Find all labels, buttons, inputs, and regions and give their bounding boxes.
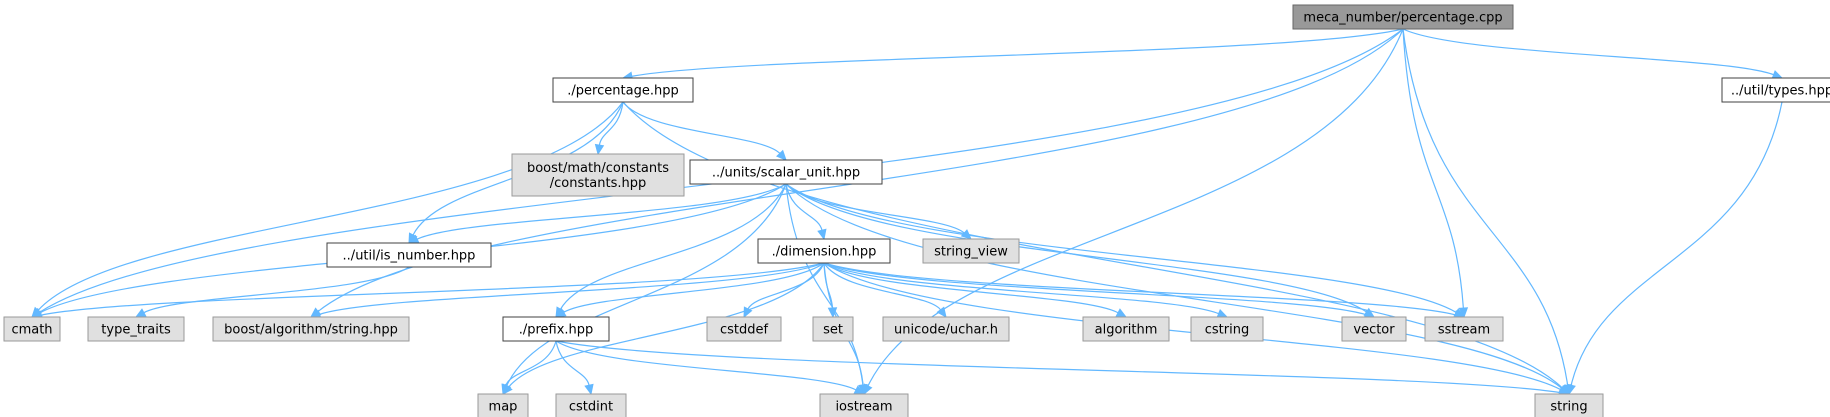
node-sstream: sstream xyxy=(1424,316,1504,342)
edge-root-to-util_types xyxy=(1402,28,1784,80)
edge-percentage_hpp-to-scalar_unit xyxy=(622,101,787,161)
node-box xyxy=(882,316,1010,342)
node-label: string xyxy=(1550,400,1587,415)
node-map: map xyxy=(477,393,529,417)
node-box xyxy=(812,316,854,342)
node-label: unicode/uchar.h xyxy=(894,323,998,338)
node-label: cmath xyxy=(11,323,52,338)
node-label: map xyxy=(489,400,518,415)
node-label: /constants.hpp xyxy=(550,176,647,191)
node-box xyxy=(1082,316,1170,342)
node-box xyxy=(555,393,627,417)
node-box xyxy=(87,316,185,342)
node-label: meca_number/percentage.cpp xyxy=(1303,11,1502,26)
node-label: type_traits xyxy=(101,323,171,338)
edge-root-to-percentage_hpp xyxy=(621,28,1404,81)
edge-dimension-to-cstddef xyxy=(743,262,825,319)
node-box xyxy=(1292,4,1514,30)
node-box xyxy=(477,393,529,417)
node-label: ../units/scalar_unit.hpp xyxy=(712,166,860,181)
node-label: ./percentage.hpp xyxy=(567,84,678,99)
edge-scalar_unit-to-dimension xyxy=(785,183,827,241)
node-label: cstring xyxy=(1205,323,1249,338)
node-box xyxy=(689,159,883,185)
node-type-traits: type_traits xyxy=(87,316,185,342)
node-box xyxy=(212,316,410,342)
edge-prefix-to-iostream xyxy=(555,340,866,395)
node-box xyxy=(706,316,782,342)
node-label: vector xyxy=(1353,323,1395,338)
node-uchar: unicode/uchar.h xyxy=(882,316,1010,342)
node-percentage-hpp[interactable]: ./percentage.hpp xyxy=(552,77,694,103)
node-label: algorithm xyxy=(1095,323,1158,338)
node-label: ../util/types.hpp xyxy=(1731,84,1830,99)
node-scalar-unit[interactable]: ../units/scalar_unit.hpp xyxy=(689,159,883,185)
node-boost-constants: boost/math/constants/constants.hpp xyxy=(511,153,685,197)
edge-dimension-to-set xyxy=(823,262,838,319)
node-box xyxy=(819,393,909,417)
edge-dimension-to-uchar xyxy=(823,262,947,318)
node-cstddef: cstddef xyxy=(706,316,782,342)
node-boost-string: boost/algorithm/string.hpp xyxy=(212,316,410,342)
node-box xyxy=(1721,77,1830,103)
node-root[interactable]: meca_number/percentage.cpp xyxy=(1292,4,1514,30)
node-util-types[interactable]: ../util/types.hpp xyxy=(1721,77,1830,103)
node-box xyxy=(502,316,610,342)
edge-percentage_hpp-to-boost_constants xyxy=(594,101,624,156)
node-set: set xyxy=(812,316,854,342)
edge-prefix-to-cstdint xyxy=(555,340,594,396)
node-label: ../util/is_number.hpp xyxy=(343,249,476,264)
node-label: sstream xyxy=(1438,323,1490,338)
edge-is_number-to-type_traits xyxy=(134,266,410,318)
edges-layer xyxy=(30,28,1784,398)
edge-scalar_unit-to-prefix xyxy=(555,183,787,319)
edge-util_types-to-string xyxy=(1566,101,1783,396)
node-label: string_view xyxy=(934,245,1008,260)
node-dimension[interactable]: ./dimension.hpp xyxy=(757,238,891,264)
node-iostream: iostream xyxy=(819,393,909,417)
node-label: boost/algorithm/string.hpp xyxy=(224,323,398,338)
node-box xyxy=(1341,316,1407,342)
node-box xyxy=(1424,316,1504,342)
node-label: ./prefix.hpp xyxy=(519,323,594,338)
node-box xyxy=(1190,316,1264,342)
edge-dimension-to-cstring xyxy=(823,262,1229,318)
node-box xyxy=(552,77,694,103)
node-label: cstddef xyxy=(720,323,769,338)
node-label: boost/math/constants xyxy=(527,161,669,176)
edge-dimension-to-prefix xyxy=(554,262,825,318)
node-cmath: cmath xyxy=(3,316,61,342)
node-cstdint: cstdint xyxy=(555,393,627,417)
edge-dimension-to-algorithm xyxy=(823,262,1128,318)
edge-root-to-sstream xyxy=(1402,28,1469,319)
node-box xyxy=(326,242,492,268)
edge-percentage_hpp-to-cmath xyxy=(31,101,624,318)
edge-prefix-to-map xyxy=(501,340,557,396)
node-string: string xyxy=(1534,393,1604,417)
node-box xyxy=(922,238,1020,264)
node-algorithm: algorithm xyxy=(1082,316,1170,342)
node-label: cstdint xyxy=(569,400,613,415)
node-cstring: cstring xyxy=(1190,316,1264,342)
node-box xyxy=(1534,393,1604,417)
edge-dimension-to-vector xyxy=(823,262,1376,319)
node-box xyxy=(757,238,891,264)
nodes-layer: meca_number/percentage.cpp ./percentage.h… xyxy=(3,4,1830,417)
edge-dimension-to-cmath xyxy=(30,262,825,320)
node-box xyxy=(511,153,685,197)
node-vector: vector xyxy=(1341,316,1407,342)
node-label: set xyxy=(823,323,843,338)
node-label: iostream xyxy=(835,400,892,415)
node-string-view: string_view xyxy=(922,238,1020,264)
node-box xyxy=(3,316,61,342)
node-prefix[interactable]: ./prefix.hpp xyxy=(502,316,610,342)
node-is-number[interactable]: ../util/is_number.hpp xyxy=(326,242,492,268)
node-label: ./dimension.hpp xyxy=(772,245,877,260)
